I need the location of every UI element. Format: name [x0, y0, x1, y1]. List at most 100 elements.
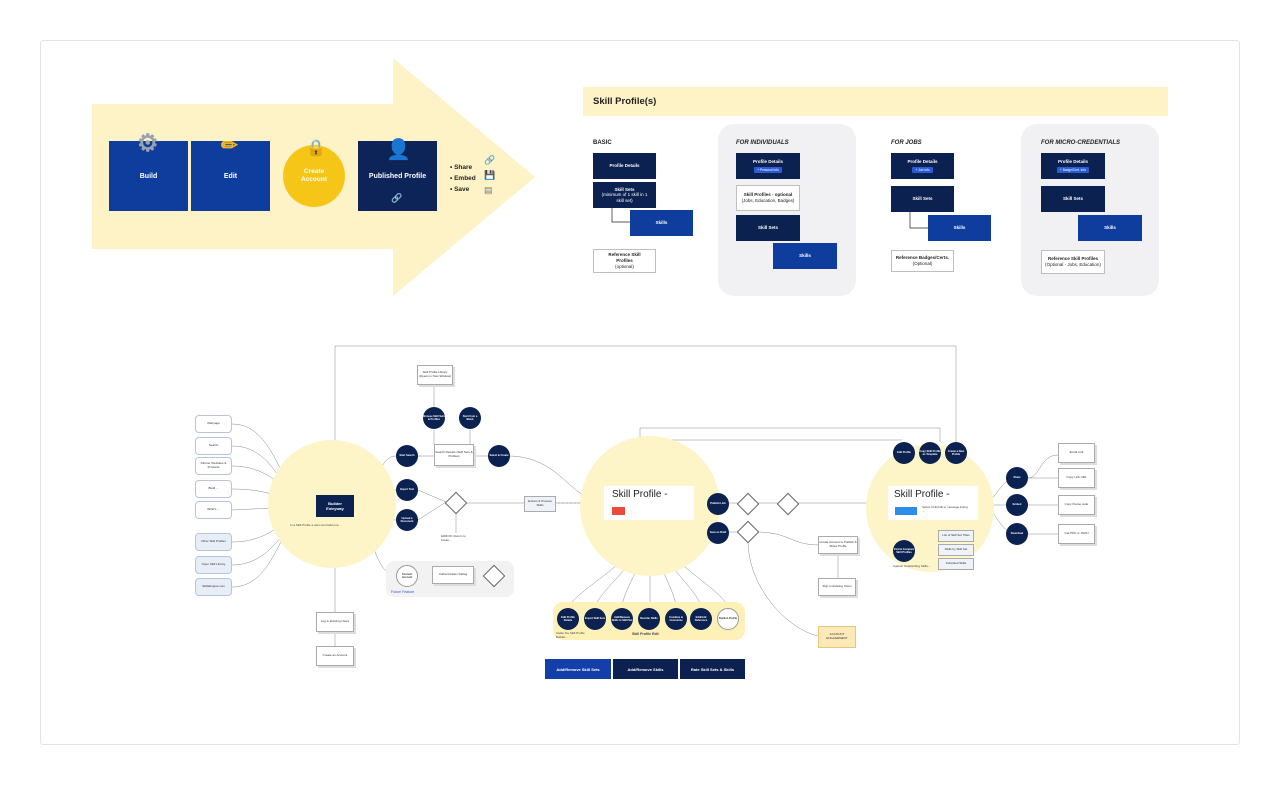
pencil-icon: ✏	[221, 135, 238, 157]
auth-dialog[interactable]: Authentication Dialog	[432, 566, 474, 584]
individuals-skill-sets: Skill Sets	[736, 215, 800, 241]
entry-other-profiles[interactable]: Other Skill Profiles	[195, 533, 232, 551]
add-remove-skill-sets-button[interactable]: Add/Remove Skill Sets	[545, 659, 611, 679]
create-account-label: Create Account	[301, 167, 327, 183]
skill-profile-edit-label: Skill Profile Edit	[632, 632, 659, 636]
basic-profile-details: Profile Details	[593, 153, 656, 179]
compare-note: Against Outstanding Skills...	[893, 564, 931, 568]
lock-icon: 🔒	[306, 140, 326, 157]
right-note: Select UNIQUE to message listing ...	[922, 505, 968, 513]
node-share[interactable]: Share	[1006, 467, 1028, 489]
create-share-account-label: Create Account to Publish & Share Profil…	[819, 540, 857, 548]
output-copy-link[interactable]: Copy Link URL	[1058, 468, 1095, 488]
edit-tile[interactable]: ✏ Edit	[191, 135, 270, 211]
entry-build[interactable]: Build ...	[195, 480, 232, 498]
rate-skill-sets-button[interactable]: Rate Skill Sets & Skills	[680, 659, 745, 679]
login-existing[interactable]: Log In Existing Users	[316, 612, 354, 632]
edit-publish[interactable]: Publish Profile	[717, 608, 739, 630]
entry-whats[interactable]: What's ...	[195, 501, 232, 519]
node-start-search[interactable]: Start Search	[396, 445, 418, 467]
node-select-create[interactable]: Select & Create	[488, 445, 510, 467]
compare-individual-label: Individual Skills	[945, 561, 967, 566]
link-icon: 🔗	[391, 193, 403, 203]
add-remove-skills-label: Add/Remove Skills	[627, 666, 664, 672]
node-upload-doc-label: Upload a Document	[400, 516, 414, 523]
entry-skillsengine[interactable]: SkillsEngine.com	[195, 578, 232, 596]
jobs-skill-sets: Skill Sets	[891, 186, 954, 212]
node-upload-doc[interactable]: Upload a Document	[396, 509, 418, 531]
node-compare[interactable]: Find & Compare Skill Profiles	[893, 540, 915, 562]
node-download[interactable]: Download	[1006, 523, 1028, 545]
create-account-box[interactable]: Create an Account	[316, 646, 354, 666]
skill-profiles-title: Skill Profile(s)	[593, 96, 657, 107]
node-download-label: Download	[1010, 532, 1024, 536]
node-copy-template[interactable]: Copy Skill Profile as Template	[919, 442, 941, 464]
builder-entryway[interactable]: Builder Entryway	[316, 495, 354, 517]
individuals-profile-details-label: Profile Details	[752, 159, 783, 165]
basic-reference: Reference Skill Profiles(optional)	[593, 249, 656, 273]
library-box[interactable]: Skill Profile Library (Opens in New Wind…	[417, 365, 453, 385]
edit-profile-details[interactable]: Edit Profile Details	[557, 608, 579, 630]
output-iframe-label: Copy Iframe code	[1064, 502, 1089, 507]
create-account-circle[interactable]: 🔒 Create Account	[283, 140, 345, 207]
edit-combine-label: Combine & Customize	[669, 615, 683, 622]
compare-titles[interactable]: List of Skill Set Titles	[938, 530, 974, 542]
entry-partner-label: Partner Websites & Products	[200, 461, 227, 469]
node-start-blank[interactable]: Start from a Blank	[459, 407, 481, 429]
entry-skill-library[interactable]: Open Skill Library	[195, 556, 232, 574]
node-connect-account[interactable]: Connect Account	[396, 565, 418, 587]
output-email-link-label: Email Link	[1069, 450, 1084, 455]
sign-in-existing[interactable]: Sign In Existing Users	[818, 578, 856, 596]
node-create-new[interactable]: Create a New Profile	[945, 442, 967, 464]
edit-reference[interactable]: Edit/Add Reference	[690, 608, 712, 630]
entry-search[interactable]: Search	[195, 437, 232, 455]
entry-partner[interactable]: Partner Websites & Products	[195, 457, 232, 475]
basic-heading: BASIC	[593, 140, 612, 146]
edit-combine[interactable]: Combine & Customize	[665, 608, 687, 630]
create-account-box-label: Create an Account	[322, 653, 348, 658]
entry-webpage[interactable]: Webpage	[195, 415, 232, 433]
edit-import-skill-sets[interactable]: Import Skill Sets	[584, 608, 606, 630]
individuals-optional: Skill Profiles - optional(Jobs, Educatio…	[736, 185, 800, 211]
node-import-text[interactable]: Import Text	[396, 479, 418, 501]
edit-reorder-skills[interactable]: Reorder Skills	[638, 608, 660, 630]
banner-share-label: Share	[454, 164, 473, 171]
jobs-chip: + Job Info	[912, 166, 933, 173]
micro-heading: FOR MICRO-CREDENTIALS	[1041, 140, 1120, 146]
node-browse[interactable]: Browse Skill Sets & Profiles	[423, 407, 445, 429]
output-iframe[interactable]: Copy Iframe code	[1058, 495, 1095, 515]
output-email-link[interactable]: Email Link	[1058, 443, 1095, 463]
published-profile-tile[interactable]: 👤 Published Profile 🔗	[358, 139, 437, 211]
jobs-skills-label: Skills	[953, 225, 966, 231]
micro-profile-details-label: Profile Details	[1057, 159, 1088, 165]
build-tile[interactable]: ⚙ Build	[109, 130, 188, 211]
edit-add-remove-skills[interactable]: Add/Remove Skills in Skill Set	[611, 608, 633, 630]
node-start-blank-label: Start from a Blank	[462, 414, 478, 421]
node-save-draft[interactable]: Save as Draft	[707, 522, 729, 544]
search-results[interactable]: Search Results (Skill Sets & Profiles)	[434, 444, 474, 466]
compare-individual[interactable]: Individual Skills	[938, 558, 974, 570]
micro-reference: Reference Skill Profiles(Optional - Jobs…	[1041, 250, 1105, 274]
node-edit-profile[interactable]: Edit Profile	[893, 442, 915, 464]
node-connect-account-label: Connect Account	[401, 572, 413, 579]
edit-label: Edit	[223, 172, 238, 180]
node-embed-label: Embed	[1012, 503, 1022, 507]
individuals-optional-note: (Jobs, Education, Badges)	[741, 198, 795, 203]
compare-by-set-label: Skills by Skill Set	[944, 547, 968, 552]
search-results-label: Search Results (Skill Sets & Profiles)	[435, 450, 473, 458]
individuals-heading: FOR INDIVIDUALS	[736, 140, 789, 146]
create-share-account[interactable]: Create Account to Publish & Share Profil…	[818, 536, 858, 554]
node-select-create-label: Select & Create	[489, 454, 509, 458]
individuals-skills: Skills	[773, 243, 837, 269]
gear-icon: ⚙	[137, 130, 159, 157]
add-remove-skills-button[interactable]: Add/Remove Skills	[613, 659, 678, 679]
edit-profile-details-label: Edit Profile Details	[561, 615, 575, 622]
node-publish-link[interactable]: Publish Link	[707, 493, 729, 515]
output-pdf[interactable]: Get PDF or JSON	[1058, 524, 1095, 544]
basic-skill-sets: Skill Sets(minimum of 1 skill in 1 skill…	[593, 182, 656, 208]
node-embed[interactable]: Embed	[1006, 494, 1028, 516]
micro-chip: + Badge/Cert. Info	[1057, 166, 1089, 173]
compare-by-set[interactable]: Skills by Skill Set	[938, 544, 974, 556]
individuals-chip: + Personal Info	[754, 166, 782, 173]
basic-skill-sets-note: (minimum of 1 skill in 1 skill set)	[601, 192, 648, 203]
